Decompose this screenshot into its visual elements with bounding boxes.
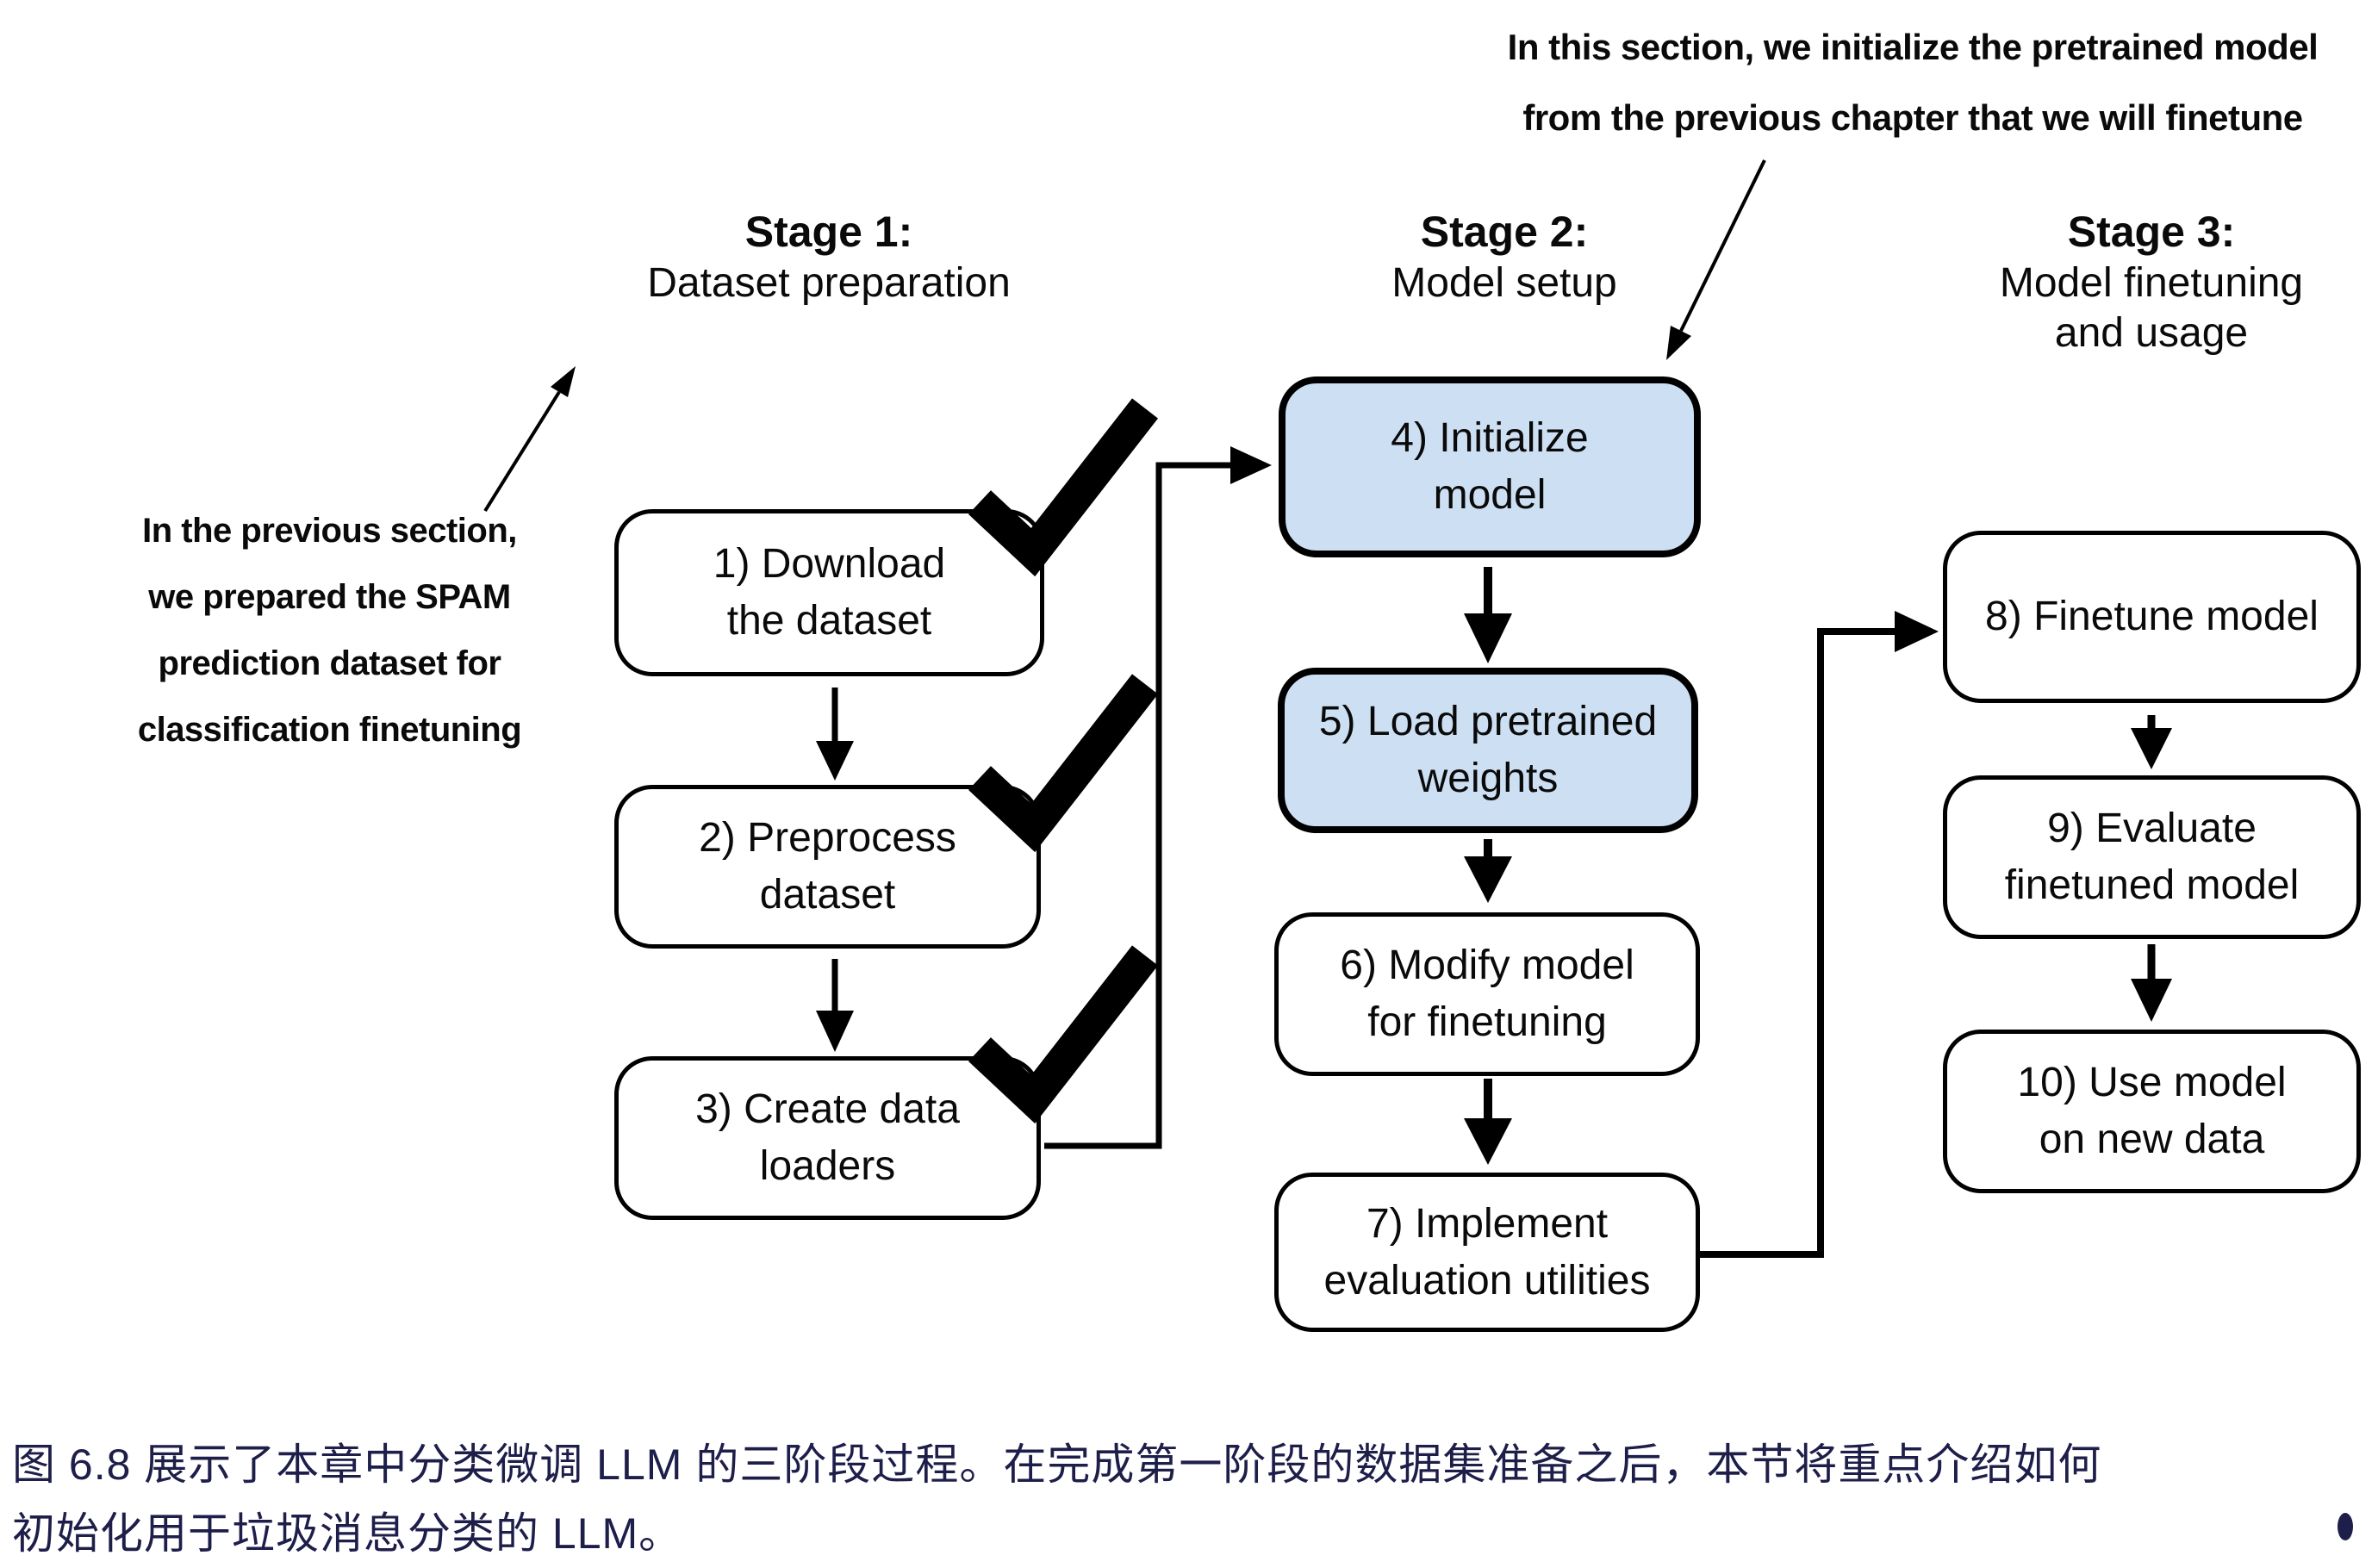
stage-3-subtitle-2: and usage [2054, 310, 2249, 356]
box-label-line: 9) Evaluate [2047, 806, 2257, 851]
stage-3-subtitle: Model finetuning [1999, 260, 2304, 306]
left-annotation: In the previous section, we prepared the… [82, 498, 577, 763]
connector-box3-to-box4 [1044, 446, 1272, 1149]
left-annotation-arrow [483, 366, 576, 513]
flow-box-use-model: 10) Use model on new data [1943, 1030, 2361, 1193]
box-label-line: weights [1417, 756, 1559, 801]
arrow-box9-to-box10 [2131, 944, 2172, 1022]
flow-box-create-data-loaders: 3) Create data loaders [614, 1056, 1041, 1220]
top-annotation-line-1: In this section, we initialize the pretr… [1507, 27, 2319, 67]
top-annotation-line-2: from the previous chapter that we will f… [1522, 97, 2303, 138]
left-annotation-line-4: classification finetuning [137, 711, 522, 749]
caption-line-1: 图 6.8 展示了本章中分类微调 LLM 的三阶段过程。在完成第一阶段的数据集准… [12, 1440, 2102, 1489]
arrow-box2-to-box3 [816, 959, 854, 1052]
figure-caption: 图 6.8 展示了本章中分类微调 LLM 的三阶段过程。在完成第一阶段的数据集准… [12, 1430, 2364, 1568]
left-annotation-line-1: In the previous section, [142, 512, 517, 550]
box-label-line: 10) Use model [2017, 1060, 2287, 1105]
box-label-line: dataset [759, 872, 896, 918]
arrow-box4-to-box5 [1464, 567, 1512, 663]
flow-box-preprocess-dataset: 2) Preprocess dataset [614, 785, 1041, 949]
connector-box7-to-box8 [1700, 611, 1939, 1258]
top-annotation: In this section, we initialize the pretr… [1456, 12, 2369, 153]
flow-box-modify-model: 6) Modify model for finetuning [1274, 912, 1700, 1076]
box-label-line: 3) Create data [695, 1086, 960, 1132]
box-label-line: 7) Implement [1366, 1200, 1609, 1247]
stage-1-title: Stage 1: [744, 208, 913, 256]
flow-box-evaluation-utilities: 7) Implement evaluation utilities [1274, 1173, 1700, 1332]
flow-box-initialize-model: 4) Initialize model [1279, 376, 1701, 557]
stage-2-title: Stage 2: [1420, 208, 1589, 256]
stage-2-header: Stage 2: Model setup [1203, 205, 1806, 308]
flow-box-finetune-model: 8) Finetune model [1943, 531, 2361, 703]
box-label-line: 5) Load pretrained [1318, 699, 1658, 744]
arrow-box5-to-box6 [1464, 839, 1512, 903]
box-label-line: evaluation utilities [1323, 1257, 1651, 1304]
box-label-line: the dataset [726, 598, 932, 644]
flow-box-load-pretrained-weights: 5) Load pretrained weights [1278, 668, 1698, 833]
box-label-line: on new data [2039, 1117, 2265, 1162]
flow-box-download-dataset: 1) Download the dataset [614, 509, 1044, 676]
arrow-box6-to-box7 [1464, 1079, 1512, 1165]
stage-1-subtitle: Dataset preparation [647, 260, 1011, 306]
box-label-line: 8) Finetune model [1985, 594, 2319, 639]
box-label-line: 1) Download [713, 541, 946, 587]
stage-3-title: Stage 3: [2067, 208, 2236, 256]
arrow-box1-to-box2 [816, 688, 854, 781]
box-label-line: finetuned model [2004, 862, 2300, 908]
stage-1-header: Stage 1: Dataset preparation [527, 205, 1130, 308]
arrow-box8-to-box9 [2131, 715, 2172, 769]
left-annotation-line-3: prediction dataset for [158, 644, 501, 682]
box-label-line: 4) Initialize [1391, 415, 1589, 461]
stage-3-header: Stage 3: Model finetuning and usage [1850, 205, 2378, 358]
box-label-line: for finetuning [1367, 999, 1607, 1045]
box-label-line: loaders [759, 1143, 896, 1189]
left-annotation-line-2: we prepared the SPAM [148, 578, 511, 616]
flow-box-evaluate-model: 9) Evaluate finetuned model [1943, 775, 2361, 939]
caption-line-2: 初始化用于垃圾消息分类的 LLM。 [12, 1509, 683, 1558]
box-label-line: 6) Modify model [1340, 943, 1634, 988]
box-label-line: 2) Preprocess [699, 815, 956, 861]
box-label-line: model [1433, 472, 1547, 518]
stage-2-subtitle: Model setup [1391, 260, 1617, 306]
